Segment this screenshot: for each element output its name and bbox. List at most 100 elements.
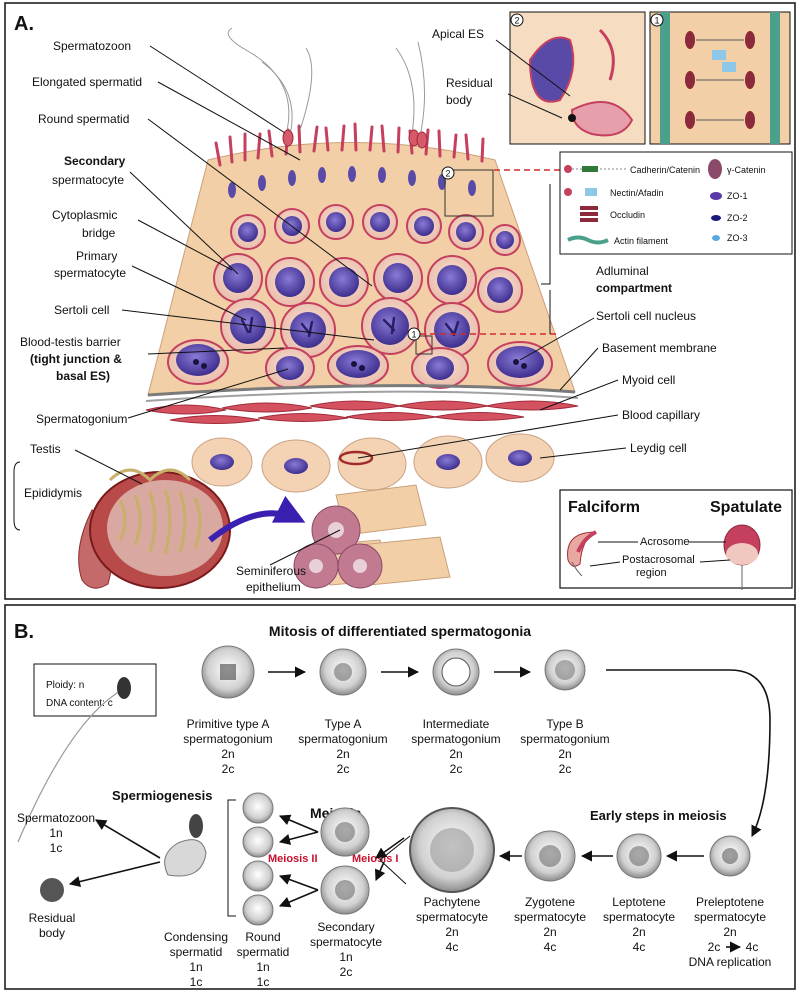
label-apical-es: Apical ES <box>432 27 484 41</box>
pachytene-line-4: 4c <box>446 940 459 954</box>
panel-a-left-labels: Spermatozoon Elongated spermatid Round s… <box>20 39 306 594</box>
round-line-3: 1n <box>256 960 269 974</box>
label-cyto-bridge-1: Cytoplasmic <box>52 208 117 222</box>
ploidy-key: Ploidy: n DNA content: c <box>33 663 157 717</box>
stage-2-line-3: 2n <box>336 747 349 761</box>
myoid-layer <box>145 400 579 424</box>
marker-2-main <box>441 166 455 180</box>
label-round-spermatid: Round spermatid <box>38 112 129 126</box>
condensing-line-1: Condensing <box>164 930 228 944</box>
label-primary-1: Primary <box>76 249 117 263</box>
panel-a-letter: A. <box>14 13 34 35</box>
tubules-illustration <box>293 484 451 589</box>
label-capillary: Blood capillary <box>622 408 700 422</box>
label-btb-2: (tight junction & <box>30 352 122 366</box>
leptotene-line-3: 2n <box>632 925 645 939</box>
legend-cadherin: Cadherin/Catenin <box>630 165 700 175</box>
label-secondary-1: Secondary <box>64 154 126 168</box>
stage-4-line-2: spermatogonium <box>520 732 609 746</box>
bottom-row-labels: Preleptotene spermatocyte 2n 2c 4c DNA r… <box>17 811 771 989</box>
spatulate-title: Spatulate <box>710 499 782 516</box>
meiosis-ii-label: Meiosis II <box>268 853 318 865</box>
label-myoid: Myoid cell <box>622 373 675 387</box>
label-leydig: Leydig cell <box>630 441 687 455</box>
key-dna: DNA content: c <box>46 698 113 709</box>
stage-3-line-4: 2c <box>450 762 463 776</box>
stage-4-line-1: Type B <box>546 717 583 731</box>
spermatozoon-line-1: Spermatozoon <box>17 811 95 825</box>
round-line-4: 1c <box>257 975 270 989</box>
tubule-section <box>147 122 576 396</box>
label-residual-1: Residual <box>446 76 493 90</box>
round-line-2: spermatid <box>237 945 290 959</box>
label-epididymis: Epididymis <box>24 486 82 500</box>
preleptotene-line-3: 2n <box>723 925 736 939</box>
bottom-row-arrows <box>68 814 704 908</box>
condensing-line-2: spermatid <box>170 945 223 959</box>
postacrosomal-label-1: Postacrosomal <box>622 554 695 566</box>
round-line-1: Round <box>245 930 280 944</box>
top-row-arrows <box>268 666 771 838</box>
bottom-row-cells <box>17 677 751 926</box>
spermiogenesis-heading: Spermiogenesis <box>112 788 212 803</box>
marker-1-text: 1 <box>411 330 416 340</box>
meiosis-i-label: Meiosis I <box>352 853 398 865</box>
free-spermatozoa <box>227 27 425 137</box>
marker-2-text: 2 <box>445 169 450 179</box>
zygotene-line-3: 2n <box>543 925 556 939</box>
stage-4-line-3: 2n <box>558 747 571 761</box>
label-sertoli-nucleus: Sertoli cell nucleus <box>596 309 696 323</box>
label-seminiferous-1: Seminiferous <box>236 564 306 578</box>
blood-capillary-shape <box>338 450 374 466</box>
pachytene-line-1: Pachytene <box>424 895 481 909</box>
falciform-title: Falciform <box>568 499 640 516</box>
inset-box-2 <box>444 169 494 217</box>
zygotene-line-4: 4c <box>544 940 557 954</box>
panel-b-letter: B. <box>14 621 34 643</box>
meiosis-bracket <box>227 799 236 917</box>
panel-a-right-leaders <box>357 39 627 459</box>
secondary-line-1: Secondary <box>317 920 374 934</box>
label-primary-2: spermatocyte <box>54 266 126 280</box>
basement-membrane <box>145 384 579 402</box>
secondary-line-2: spermatocyte <box>310 935 382 949</box>
key-ploidy: Ploidy: n <box>46 680 84 691</box>
label-basement: Basement membrane <box>602 341 717 355</box>
stage-1-line-3: 2n <box>221 747 234 761</box>
stage-1-line-4: 2c <box>222 762 235 776</box>
label-btb-1: Blood-testis barrier <box>20 335 121 349</box>
stage-1-line-1: Primitive type A <box>187 717 270 731</box>
preleptotene-line-2: spermatocyte <box>694 910 766 924</box>
inset-btb: 1 <box>649 11 791 145</box>
junction-legend: Cadherin/Catenin Nectin/Afadin Occludin … <box>559 151 793 255</box>
zygotene-line-2: spermatocyte <box>514 910 586 924</box>
inset-box-1 <box>415 335 433 355</box>
label-sertoli: Sertoli cell <box>54 303 109 317</box>
top-row-labels: Primitive type A spermatogonium 2n 2c Ty… <box>183 717 609 776</box>
panel-b-title: Mitosis of differentiated spermatogonia <box>269 623 531 639</box>
inset-apical-es: 2 <box>509 11 646 145</box>
sperm-head-box: Falciform Spatulate Acrosome Postacrosom… <box>559 489 793 590</box>
stage-3-line-3: 2n <box>449 747 462 761</box>
pachytene-line-2: spermatocyte <box>416 910 488 924</box>
legend-actin: Actin filament <box>614 236 669 246</box>
spermatozoon-line-2: 1n <box>49 826 62 840</box>
stage-2-line-1: Type A <box>325 717 362 731</box>
leptotene-line-2: spermatocyte <box>603 910 675 924</box>
zygotene-line-1: Zygotene <box>525 895 575 909</box>
label-secondary-2: spermatocyte <box>52 173 124 187</box>
label-elongated-spermatid: Elongated spermatid <box>32 75 142 89</box>
legend-occludin: Occludin <box>610 210 645 220</box>
preleptotene-dna: DNA replication <box>689 955 772 969</box>
postacrosomal-label-2: region <box>636 567 667 579</box>
inset-2-number: 2 <box>514 16 519 26</box>
testis-illustration <box>78 468 306 589</box>
epididymis-bracket <box>13 461 21 531</box>
stage-3-line-1: Intermediate <box>423 717 490 731</box>
secondary-line-3: 1n <box>339 950 352 964</box>
top-row-cells <box>201 645 586 699</box>
stage-3-line-2: spermatogonium <box>411 732 500 746</box>
residual-line-1: Residual <box>29 911 76 925</box>
preleptotene-4c: 4c <box>746 940 759 954</box>
